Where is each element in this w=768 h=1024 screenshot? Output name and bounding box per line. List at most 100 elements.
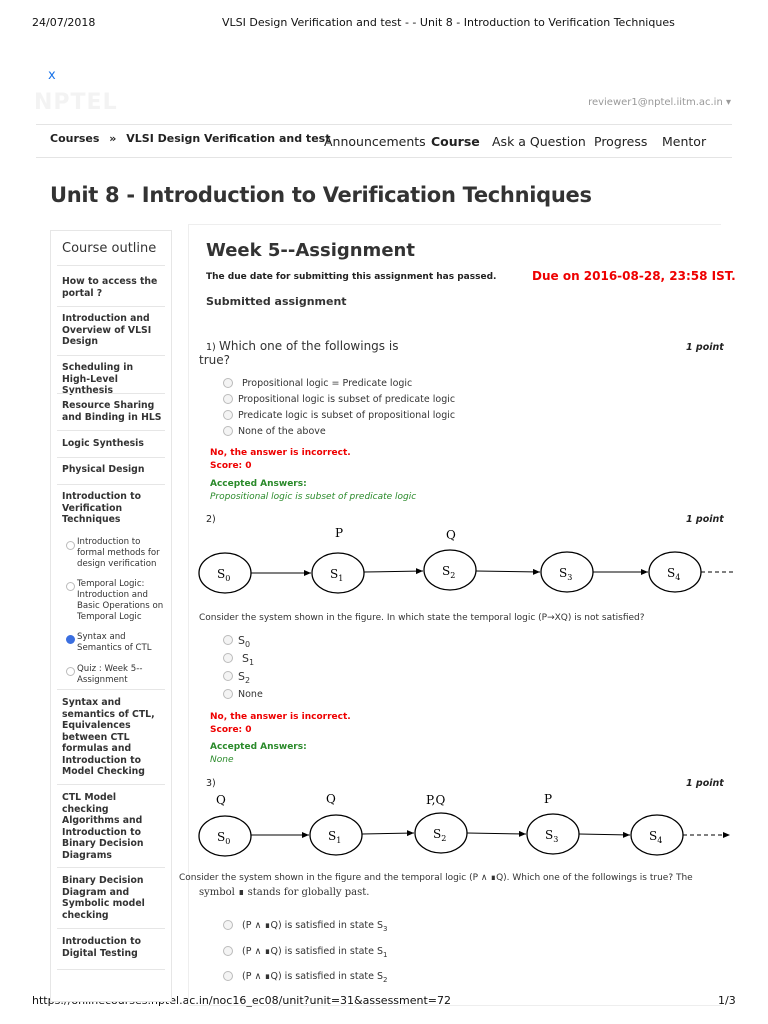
accepted-answer: Propositional logic is subset of predica… [210, 492, 417, 502]
question-number: 1) [206, 342, 216, 353]
state-diagram-q3: Q Q P,Q P S0 S1 S2 S3 S4 [198, 792, 730, 857]
option-label: (P ∧ ∎Q) is satisfied in state S1 [242, 946, 388, 959]
sidebar-item-resource-sharing[interactable]: Resource Sharing and Binding in HLS [62, 400, 162, 423]
sidebar-item-verification[interactable]: Introduction to Verification Techniques [62, 491, 141, 525]
feedback-incorrect: No, the answer is incorrect. [210, 448, 351, 458]
state-name: S3 [545, 828, 558, 844]
option-label: Propositional logic is subset of predica… [238, 394, 456, 405]
sidebar-subitem-ctl-syntax[interactable]: Syntax and Semantics of CTL [77, 632, 152, 653]
score: Score: 0 [210, 725, 252, 735]
state-label: Q [326, 792, 336, 806]
option-radio[interactable] [223, 394, 233, 404]
point-value: 1 point [686, 514, 724, 525]
state-diagram-q2: P Q S0 S1 S2 S3 S4 [198, 526, 736, 594]
option-label: (P ∧ ∎Q) is satisfied in state S3 [242, 920, 388, 933]
unit-radio [66, 541, 75, 550]
state-name: S0 [217, 567, 230, 583]
divider [57, 457, 165, 458]
point-value: 1 point [686, 342, 724, 353]
option-label: Propositional logic = Predicate logic [242, 378, 413, 389]
sidebar-item-vlsi-intro[interactable]: Introduction and Overview of VLSI Design [62, 313, 152, 347]
course-outline-sidebar: Course outline How to access the portal … [50, 230, 172, 1002]
state-name: S3 [559, 566, 572, 582]
state-name: S2 [433, 827, 446, 843]
unit-radio [66, 667, 75, 676]
score: Score: 0 [210, 461, 252, 471]
accepted-answer: None [210, 755, 234, 765]
print-page-number: 1/3 [718, 994, 736, 1007]
option-label: Predicate logic is subset of proposition… [238, 410, 456, 421]
divider [57, 355, 165, 356]
breadcrumb-course[interactable]: VLSI Design Verification and test [126, 132, 331, 145]
question-number: 2) [206, 514, 216, 525]
sidebar-title: Course outline [62, 241, 157, 256]
state-node [423, 549, 477, 591]
question-text: Consider the system shown in the figure … [179, 873, 693, 883]
breadcrumb-courses[interactable]: Courses [50, 132, 100, 145]
option-label: (P ∧ ∎Q) is satisfied in state S2 [242, 971, 388, 984]
option-label: S2 [238, 670, 251, 686]
close-icon[interactable]: x [48, 68, 56, 83]
question-text: Which one of the followings is [219, 339, 399, 353]
state-label: P [335, 526, 343, 540]
due-date: Due on 2016-08-28, 23:58 IST. [532, 269, 736, 283]
transition-arrow [466, 830, 527, 837]
option-radio[interactable] [223, 946, 233, 956]
sidebar-subitem-formal-methods[interactable]: Introduction to formal methods for desig… [77, 537, 160, 569]
divider [57, 867, 165, 868]
sidebar-item-logic-synthesis[interactable]: Logic Synthesis [62, 438, 144, 449]
sidebar-item-portal[interactable]: How to access the portal ? [62, 276, 158, 299]
accepted-answers-label: Accepted Answers: [210, 479, 307, 489]
breadcrumb: Courses » VLSI Design Verification and t… [50, 132, 336, 145]
nav-mentor[interactable]: Mentor [662, 134, 707, 149]
option-label: None [238, 689, 263, 700]
option-radio[interactable] [223, 426, 233, 436]
point-value: 1 point [686, 778, 724, 789]
unit-radio-selected [66, 635, 75, 644]
sidebar-item-ctl-semantics[interactable]: Syntax and semantics of CTL, Equivalence… [62, 697, 155, 777]
transition-arrow [578, 831, 631, 838]
option-radio[interactable] [223, 410, 233, 420]
sidebar-item-scheduling[interactable]: Scheduling in High-Level Synthesis [62, 362, 134, 396]
sidebar-subitem-temporal-logic[interactable]: Temporal Logic: Introduction and Basic O… [77, 579, 164, 622]
state-name: S1 [328, 829, 341, 845]
option-radio[interactable] [223, 378, 233, 388]
divider [57, 430, 165, 431]
option-label: S0 [238, 634, 251, 650]
option-radio[interactable] [223, 689, 233, 699]
option-radio[interactable] [223, 653, 233, 663]
state-node [309, 814, 363, 856]
nav-course[interactable]: Course [431, 134, 480, 149]
option-radio[interactable] [223, 671, 233, 681]
nav-announcements[interactable]: Announcements [324, 134, 426, 149]
due-note: The due date for submitting this assignm… [206, 272, 497, 282]
divider [57, 969, 165, 970]
sidebar-item-physical-design[interactable]: Physical Design [62, 464, 145, 475]
sidebar-item-bdd[interactable]: Binary Decision Diagram and Symbolic mod… [62, 875, 145, 921]
divider [57, 393, 165, 394]
state-name: S0 [217, 830, 230, 846]
option-radio[interactable] [223, 971, 233, 981]
nav-ask-question[interactable]: Ask a Question [492, 134, 586, 149]
divider [36, 124, 732, 125]
user-menu[interactable]: reviewer1@nptel.iitm.ac.in ▾ [588, 97, 731, 108]
option-radio[interactable] [223, 635, 233, 645]
state-name: S2 [442, 564, 455, 580]
sidebar-item-ctl-model-checking[interactable]: CTL Model checking Algorithms and Introd… [62, 792, 144, 861]
divider [36, 157, 732, 158]
logo[interactable]: NPTEL [34, 90, 118, 115]
transition-arrow [363, 568, 424, 575]
state-name: S4 [649, 829, 662, 845]
nav-progress[interactable]: Progress [594, 134, 648, 149]
sidebar-item-digital-testing[interactable]: Introduction to Digital Testing [62, 936, 141, 959]
divider [57, 265, 165, 266]
question-text: true? [199, 353, 230, 367]
divider [57, 928, 165, 929]
sidebar-subitem-quiz[interactable]: Quiz : Week 5--Assignment [77, 664, 143, 685]
print-title: VLSI Design Verification and test - - Un… [222, 16, 675, 29]
state-name: S1 [330, 567, 343, 583]
accepted-answers-label: Accepted Answers: [210, 742, 307, 752]
option-radio[interactable] [223, 920, 233, 930]
question-text: symbol ∎ stands for globally past. [199, 887, 370, 898]
page-title: Unit 8 - Introduction to Verification Te… [50, 183, 592, 207]
